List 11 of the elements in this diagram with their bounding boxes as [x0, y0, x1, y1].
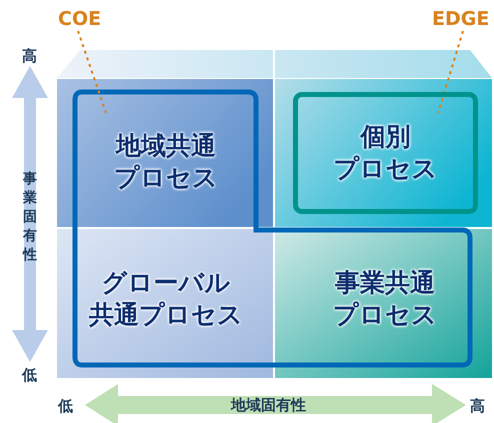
- axis-label: 事業固有性: [23, 170, 38, 265]
- leader-line: [77, 30, 107, 114]
- callout-label: COE: [58, 8, 102, 30]
- callout-label: EDGE: [432, 8, 490, 30]
- axis-label: 高: [22, 47, 37, 65]
- axis-label: 地域固有性: [231, 396, 306, 414]
- process-box: 個別プロセス: [293, 92, 478, 214]
- axis-label: 低: [22, 366, 37, 384]
- leader-line: [437, 30, 464, 114]
- axis-label: 低: [58, 397, 73, 415]
- axis-label: 高: [470, 397, 485, 415]
